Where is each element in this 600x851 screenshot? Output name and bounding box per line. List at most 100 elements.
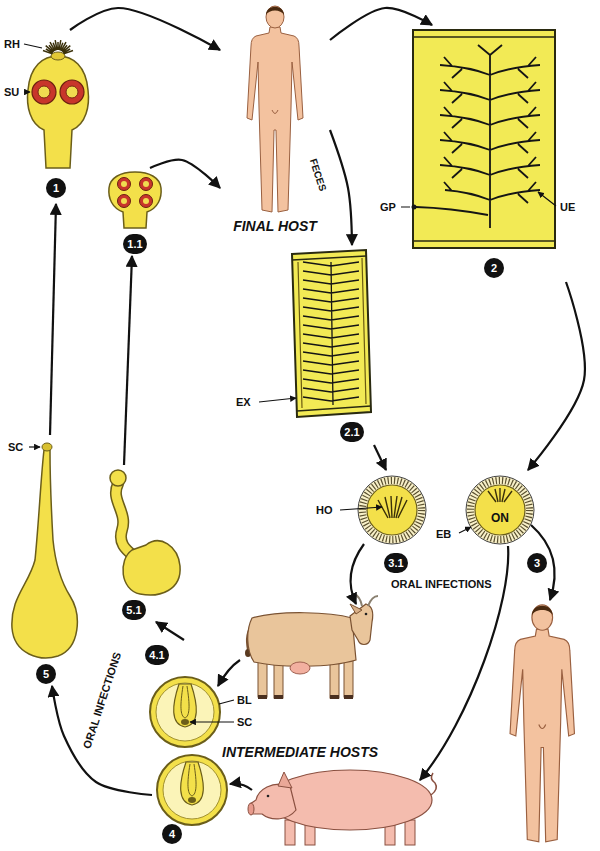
callout-number: 3	[527, 553, 547, 573]
oncosphere	[367, 485, 417, 535]
cyst-cavity	[163, 761, 221, 819]
part-label: EX	[236, 396, 251, 409]
cycle-arrow	[156, 622, 184, 640]
pig-ear	[278, 772, 292, 788]
sucker-center	[121, 198, 127, 204]
callout-number: 4	[162, 824, 182, 844]
cycle-arrow	[374, 445, 386, 470]
cycle-arrow	[124, 256, 132, 465]
proglottid-figure: GP UE 2	[375, 25, 585, 282]
cysticercus-drawing	[12, 450, 77, 658]
edge-label: ORAL INFECTIONS	[80, 649, 124, 751]
part-label: EB	[436, 528, 451, 541]
leader-line	[340, 507, 382, 510]
sucker	[32, 80, 56, 104]
part-label: SU	[4, 86, 19, 99]
cycle-arrow	[351, 544, 364, 604]
bladder-drawing	[123, 541, 180, 595]
scolex-knot	[188, 797, 196, 803]
egg-figure: EB ON 3	[433, 470, 560, 578]
part-label: ON	[491, 511, 509, 525]
sucker	[60, 80, 84, 104]
callout-number: 4.1	[145, 645, 168, 665]
segment-line	[413, 37, 555, 241]
cycle-arrow	[330, 130, 352, 245]
cyst-figure: BL SC 4.1	[140, 640, 258, 752]
cyst-wall	[150, 677, 220, 747]
leader-line	[24, 44, 42, 92]
oncosphere-hooks	[378, 496, 407, 518]
cycle-arrow	[528, 282, 585, 470]
callout-number: 3.1	[384, 553, 407, 573]
oncosphere	[475, 485, 525, 535]
cow-hooves	[258, 695, 353, 699]
cow-horns	[354, 594, 378, 606]
callout-number: 2	[484, 258, 504, 278]
final-host-figure: FINAL HOST	[220, 0, 330, 240]
cycle-arrow	[230, 784, 252, 790]
cow-head	[350, 604, 373, 645]
route-label: ORAL INFECTIONS	[390, 578, 493, 591]
egg-figure: HO 3.1	[305, 470, 430, 578]
sucker-center	[121, 181, 127, 187]
cycle-arrow	[50, 204, 56, 435]
cow-udder	[290, 662, 310, 674]
human-figure	[247, 6, 303, 212]
human-figure	[510, 605, 574, 842]
cyst-cavity	[156, 683, 214, 741]
leader-line	[29, 446, 40, 447]
cycle-arrow	[330, 8, 432, 40]
scolex-knot	[181, 719, 189, 725]
rostellum	[51, 52, 65, 60]
invaginated-scolex	[181, 762, 204, 805]
segment-line	[292, 256, 371, 411]
pig-snout	[248, 803, 254, 815]
pig-tail	[431, 773, 436, 795]
leader-line	[401, 192, 556, 207]
excretory-canal	[298, 258, 366, 408]
pig-leg	[405, 820, 415, 845]
egg-shell	[358, 476, 426, 544]
cycle-arrow	[218, 660, 240, 686]
sucker-center	[38, 86, 50, 98]
pig-head	[250, 784, 296, 819]
part-label: RH	[4, 38, 20, 51]
scolex-drawing	[109, 172, 161, 228]
leader-line	[259, 398, 296, 402]
part-label: UE	[560, 201, 575, 214]
cysticercus-figure: SC5	[4, 435, 96, 686]
part-label: BL	[237, 694, 252, 707]
egg-shell	[466, 476, 534, 544]
genital-pore	[412, 205, 417, 210]
callout-number: 5	[36, 664, 56, 684]
scolex-tip	[42, 443, 52, 451]
proglottid-drawing	[413, 30, 555, 248]
uterus-branches	[303, 262, 359, 405]
sucker	[118, 178, 131, 191]
cow-body	[248, 613, 356, 667]
part-label: HO	[316, 504, 333, 517]
callout-number: 2.1	[340, 422, 363, 442]
cycle-arrow	[70, 8, 220, 50]
leader-line	[190, 700, 234, 722]
part-label: GP	[380, 201, 396, 214]
cysticercus-figure: 5.1	[105, 465, 185, 622]
sucker-center	[66, 86, 78, 98]
edge-label: FECES	[307, 156, 329, 193]
cyst-wall	[157, 755, 227, 825]
part-label: SC	[237, 716, 252, 729]
host-group-label: INTERMEDIATE HOSTS	[222, 744, 378, 761]
callout-number: 1	[46, 178, 66, 198]
sucker	[118, 195, 131, 208]
uterus-branches	[416, 45, 540, 228]
cyst-figure: 4	[152, 752, 230, 851]
scolex-drawing	[28, 56, 89, 168]
scolex-figure: RH SU 1	[2, 30, 100, 204]
scolex-canal	[181, 686, 189, 718]
cow-eye	[365, 613, 368, 616]
sucker	[140, 178, 153, 191]
leader-line	[459, 527, 471, 533]
pig-leg	[285, 820, 295, 845]
